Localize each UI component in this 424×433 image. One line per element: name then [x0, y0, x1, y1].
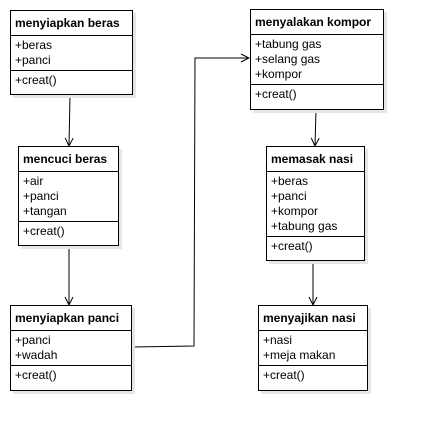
attribute: +panci [271, 189, 307, 203]
attribute: +air [23, 174, 44, 188]
method: +creat() [15, 73, 57, 87]
class-title: menyiapkan panci [11, 306, 131, 331]
class-menyalakan-kompor[interactable]: menyalakan kompor +tabung gas +selang ga… [250, 9, 384, 110]
class-methods: +creat() [267, 237, 364, 256]
class-methods: +creat() [11, 71, 132, 90]
attribute: +panci [23, 189, 59, 203]
class-title: menyalakan kompor [251, 10, 383, 35]
class-methods: +creat() [11, 366, 131, 385]
class-methods: +creat() [259, 366, 367, 385]
attribute: +tangan [23, 204, 67, 218]
class-methods: +creat() [251, 85, 383, 104]
class-title: mencuci beras [19, 147, 118, 172]
attribute: +selang gas [255, 52, 321, 66]
attribute: +nasi [263, 333, 293, 347]
attribute: +beras [15, 38, 53, 52]
class-title: menyajikan nasi [259, 306, 367, 331]
attribute: +kompor [255, 67, 303, 81]
class-attributes: +panci +wadah [11, 331, 131, 366]
attribute: +tabung gas [271, 219, 338, 233]
flow-arrow-menyalakan-kompor-to-memasak-nasi [315, 109, 316, 146]
class-attributes: +air +panci +tangan [19, 172, 118, 222]
class-methods: +creat() [19, 222, 118, 241]
method: +creat() [23, 224, 65, 238]
method: +creat() [255, 87, 297, 101]
attribute: +kompor [271, 204, 319, 218]
flow-arrow-menyiapkan-beras-to-mencuci-beras [69, 94, 70, 146]
method: +creat() [271, 239, 313, 253]
attribute: +meja makan [263, 348, 336, 362]
class-title: menyiapkan beras [11, 11, 132, 36]
class-menyiapkan-panci[interactable]: menyiapkan panci +panci +wadah +creat() [10, 305, 132, 391]
class-attributes: +nasi +meja makan [259, 331, 367, 366]
method: +creat() [15, 368, 57, 382]
attribute: +tabung gas [255, 37, 322, 51]
class-title: memasak nasi [267, 147, 364, 172]
attribute: +wadah [15, 348, 58, 362]
flow-arrow-menyiapkan-panci-to-menyalakan-kompor [131, 58, 249, 348]
class-menyajikan-nasi[interactable]: menyajikan nasi +nasi +meja makan +creat… [258, 305, 368, 391]
class-attributes: +beras +panci [11, 36, 132, 71]
class-attributes: +beras +panci +kompor +tabung gas [267, 172, 364, 237]
attribute: +beras [271, 174, 309, 188]
class-mencuci-beras[interactable]: mencuci beras +air +panci +tangan +creat… [18, 146, 119, 246]
attribute: +panci [15, 333, 51, 347]
attribute: +panci [15, 53, 51, 67]
method: +creat() [263, 368, 305, 382]
class-memasak-nasi[interactable]: memasak nasi +beras +panci +kompor +tabu… [266, 146, 365, 261]
class-attributes: +tabung gas +selang gas +kompor [251, 35, 383, 85]
class-menyiapkan-beras[interactable]: menyiapkan beras +beras +panci +creat() [10, 10, 133, 95]
